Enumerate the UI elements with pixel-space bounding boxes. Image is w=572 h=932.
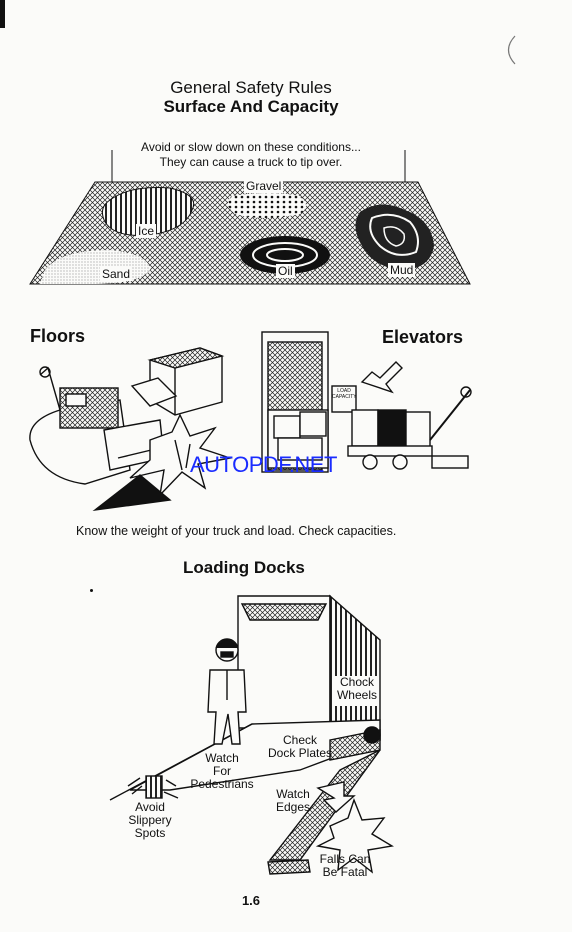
watermark: AUTOPDF.NET: [190, 452, 337, 477]
ice-label: Ice: [136, 224, 157, 238]
load-capacity-sign-text: LOAD CAPACITY: [332, 388, 357, 400]
avoid-slippery-spots-label: Avoid Slippery Spots: [128, 800, 172, 840]
surface-intro: Avoid or slow down on these conditions..…: [0, 140, 502, 170]
loading-docks-illustration: [109, 594, 394, 875]
falls-can-be-fatal-label: Falls Can Be Fatal: [319, 852, 371, 879]
page-title: General Safety Rules: [170, 78, 332, 97]
surface-intro-line2: They can cause a truck to tip over.: [159, 155, 343, 169]
page-number: 1.6: [241, 893, 261, 908]
chock-wheels-label: Chock Wheels: [336, 675, 377, 702]
oil-label: Oil: [276, 264, 295, 278]
watch-pedestrians-label: Watch For Pedestrians: [190, 751, 254, 791]
gravel-label: Gravel: [244, 179, 284, 193]
gravel-patch: [227, 193, 306, 218]
floors-illustration: [29, 347, 233, 512]
check-dock-plates-label: Check Dock Plates: [267, 733, 333, 760]
binder-edge: [0, 0, 5, 28]
stray-dot: [90, 589, 93, 592]
sand-label: Sand: [100, 267, 133, 281]
mud-label: Mud: [388, 263, 416, 277]
load-capacity-sign: [331, 385, 357, 413]
elevators-illustration: [261, 331, 472, 473]
page-subtitle: Surface And Capacity: [163, 97, 339, 116]
surface-diagram: [29, 150, 471, 285]
loading-docks-heading: Loading Docks: [183, 558, 305, 577]
binder-hole: [507, 35, 516, 65]
watch-edges-label: Watch Edges: [275, 787, 311, 814]
capacity-note: Know the weight of your truck and load. …: [76, 524, 397, 538]
ice-patch: [101, 187, 195, 236]
elevators-heading: Elevators: [382, 327, 464, 347]
floors-heading: Floors: [30, 326, 86, 346]
surface-intro-line1: Avoid or slow down on these conditions..…: [141, 140, 361, 154]
